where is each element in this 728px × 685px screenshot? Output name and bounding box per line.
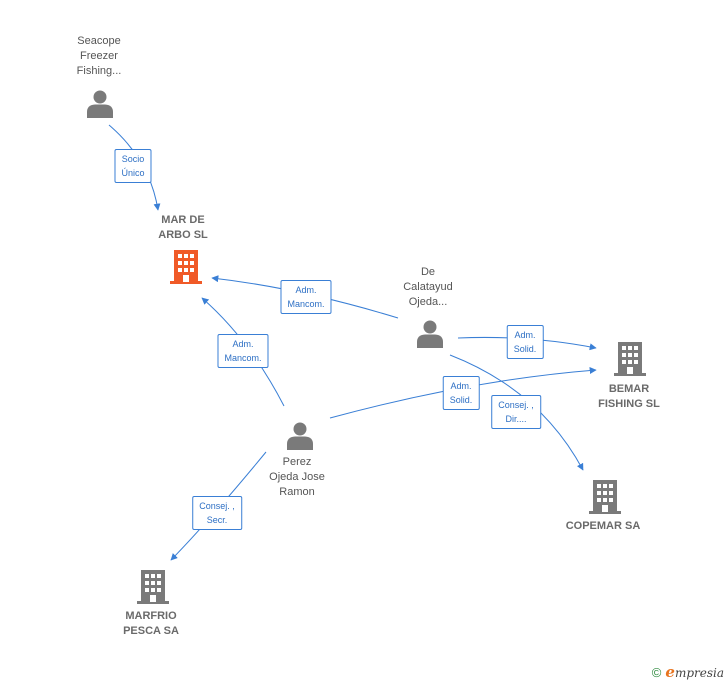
node-label-perez[interactable]: Perez Ojeda Jose Ramon <box>269 456 325 498</box>
building-icon[interactable] <box>614 342 646 376</box>
person-icon[interactable] <box>415 318 445 348</box>
node-label-seacope[interactable]: Seacope Freezer Fishing... <box>76 35 122 77</box>
edge-label-adm-solid-perez[interactable]: Adm. Solid. <box>442 376 480 410</box>
edge-label-adm-solid-calatayud[interactable]: Adm. Solid. <box>506 325 544 359</box>
building-icon[interactable] <box>589 480 621 514</box>
edge-label-socio-unico[interactable]: Socio Único <box>114 149 152 183</box>
node-label-marfrio[interactable]: MARFRIO PESCA SA <box>123 610 179 637</box>
node-label-copemar[interactable]: COPEMAR SA <box>565 520 641 532</box>
edge-label-consej-dir[interactable]: Consej. , Dir.... <box>491 395 541 429</box>
node-label-bemar[interactable]: BEMAR FISHING SL <box>598 383 660 410</box>
copyright-symbol: © <box>651 664 662 680</box>
building-icon[interactable] <box>137 570 169 604</box>
edge-label-consej-secr[interactable]: Consej. , Secr. <box>192 496 242 530</box>
edge-label-adm-mancom-calatayud[interactable]: Adm. Mancom. <box>280 280 332 314</box>
edge-label-adm-mancom-perez[interactable]: Adm. Mancom. <box>217 334 269 368</box>
empresia-logo: empresia <box>665 663 724 681</box>
person-icon[interactable] <box>85 88 115 118</box>
building-icon[interactable] <box>170 250 202 284</box>
person-icon[interactable] <box>285 420 315 450</box>
footer-brand: © empresia <box>652 663 724 681</box>
node-label-mar-de-arbo[interactable]: MAR DE ARBO SL <box>158 214 208 241</box>
node-label-de-calatayud[interactable]: De Calatayud Ojeda... <box>403 266 453 308</box>
